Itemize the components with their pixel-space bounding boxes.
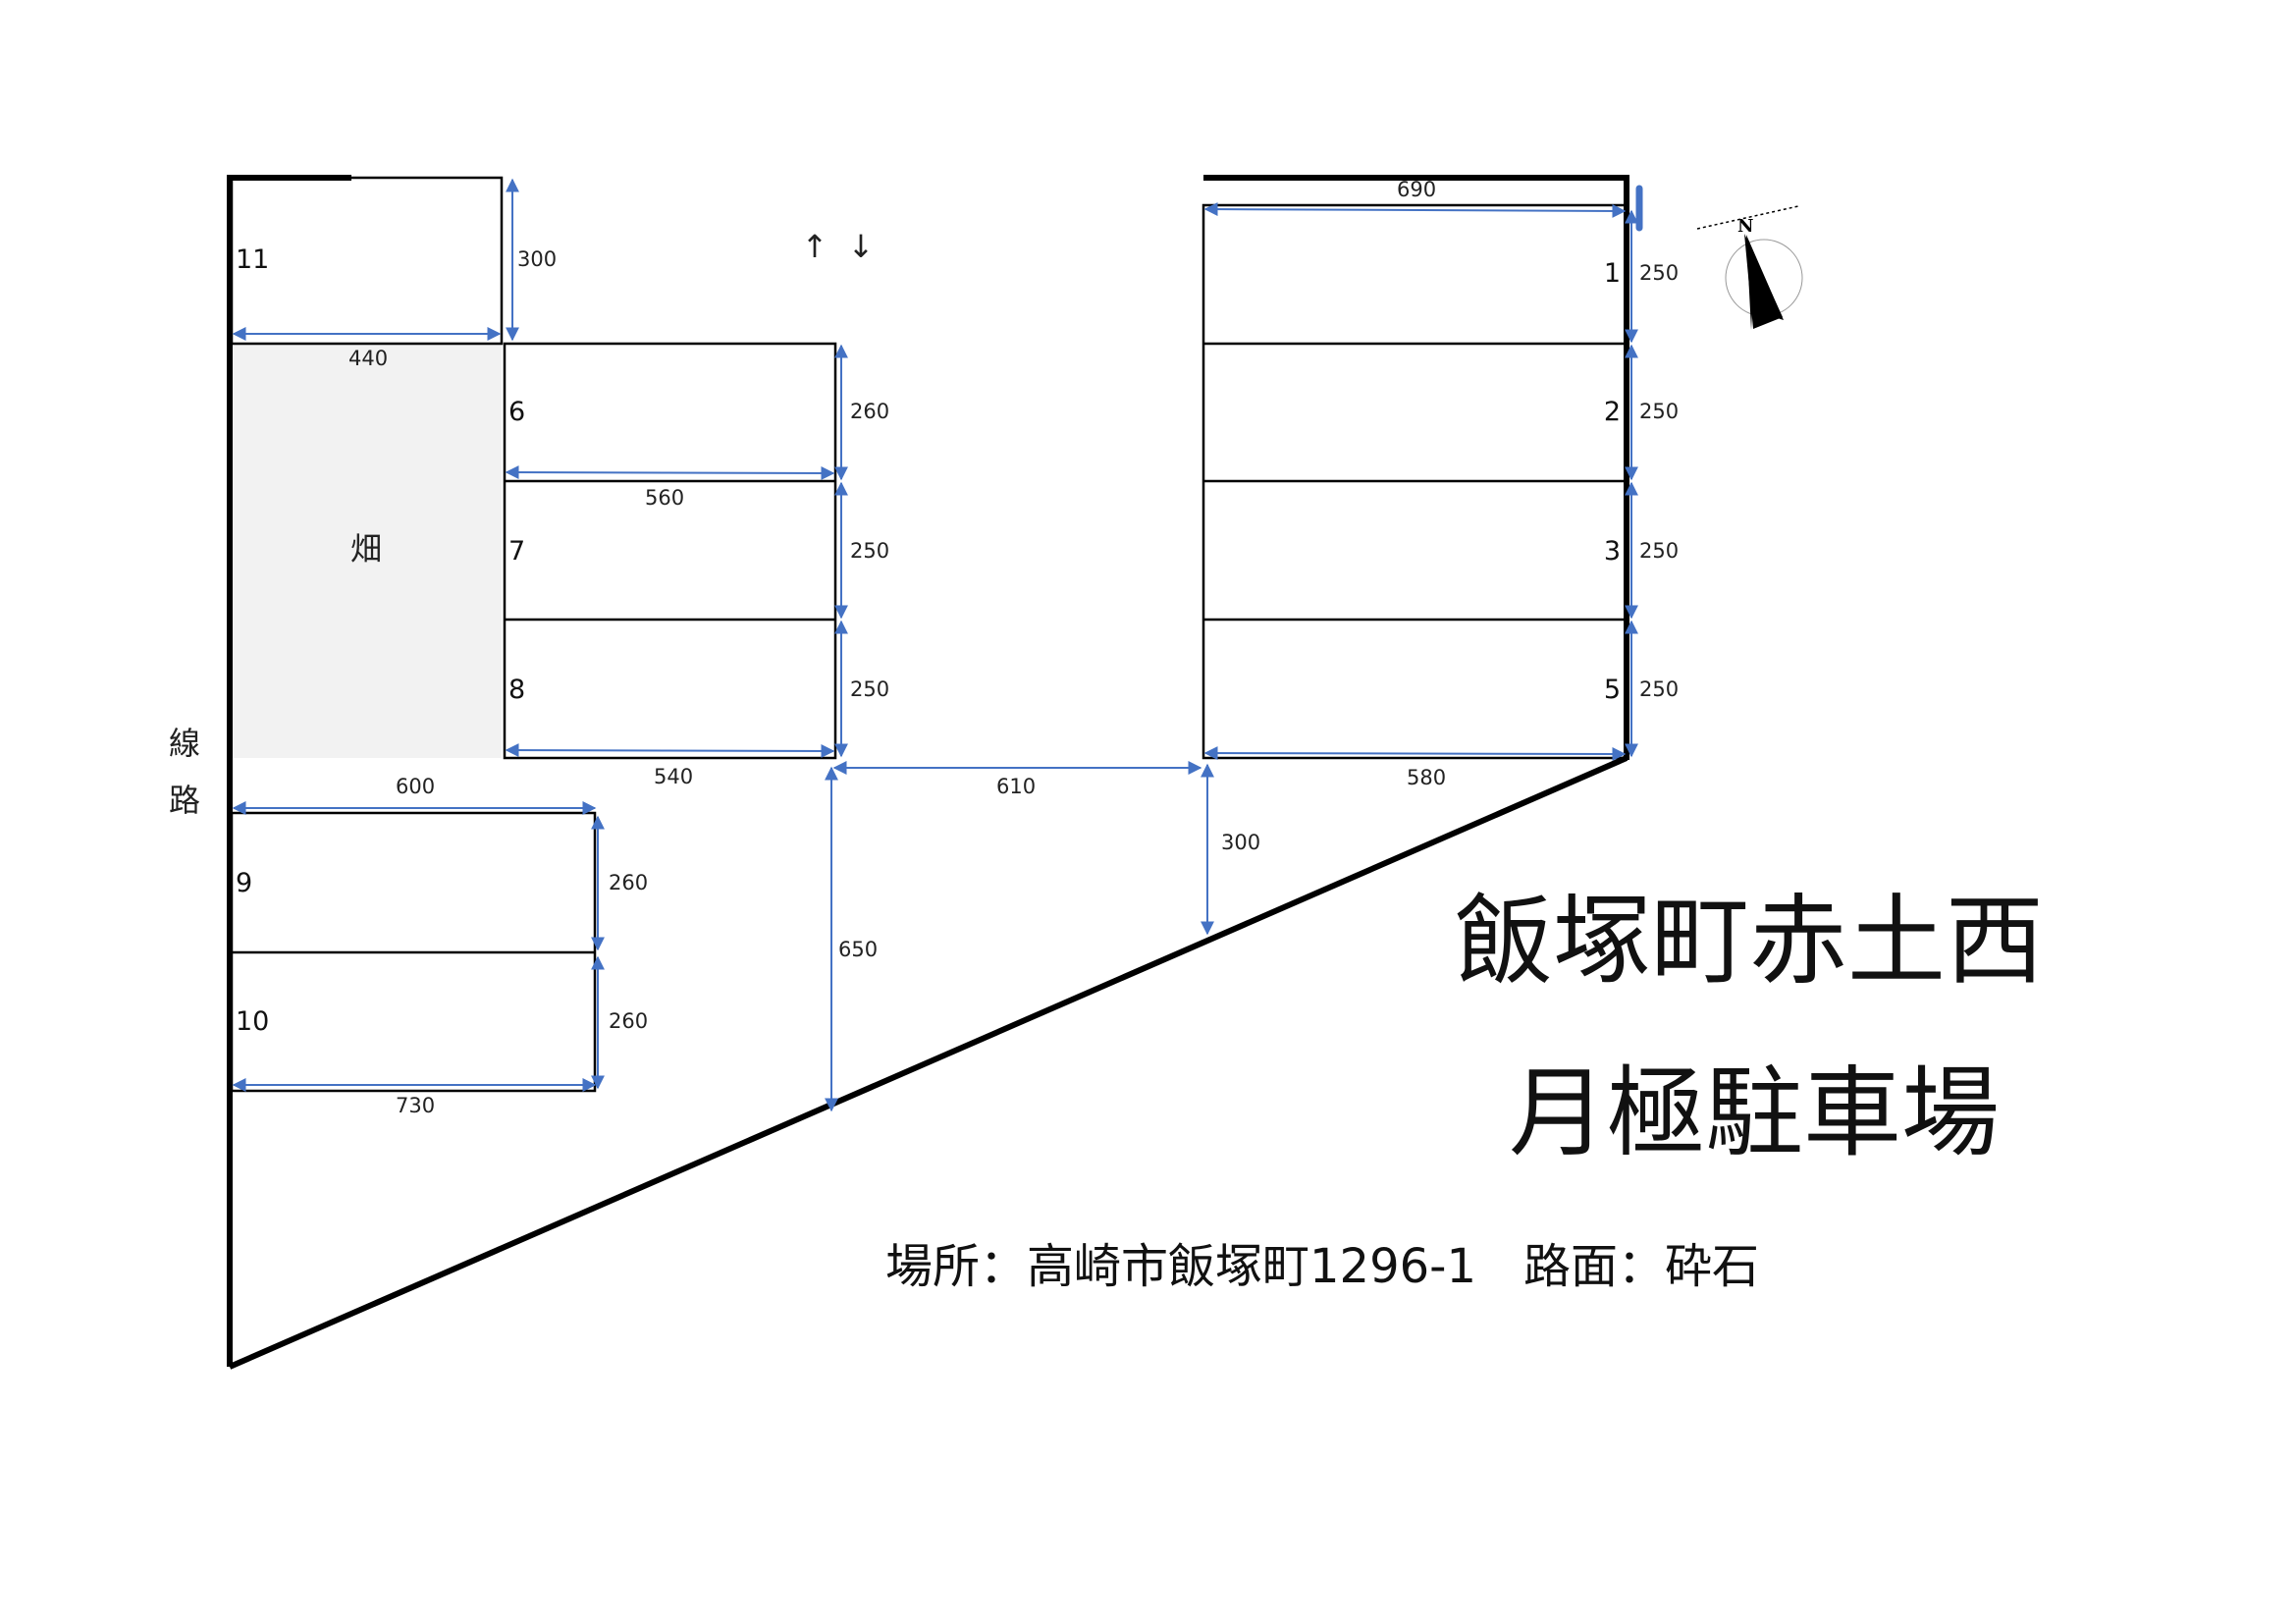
field-label: 畑 <box>350 530 382 568</box>
slot-1: 1 <box>1604 258 1621 289</box>
slot-6: 6 <box>508 397 525 427</box>
dim-label: 440 <box>348 347 388 370</box>
dim-label: 730 <box>396 1094 435 1117</box>
dim-label: 300 <box>517 247 557 271</box>
dim-label: 540 <box>654 765 693 788</box>
dim-label: 690 <box>1397 178 1436 201</box>
dim-label: 250 <box>850 677 889 701</box>
dim-label: 250 <box>850 539 889 563</box>
dim-label: 260 <box>850 400 889 423</box>
slot-7: 7 <box>508 536 525 567</box>
dim-label: 600 <box>396 775 435 798</box>
dim-label: 260 <box>609 1009 648 1033</box>
arrow-down-icon: ↓ <box>848 228 875 265</box>
dimension-lines <box>232 178 1643 1112</box>
dim-label: 250 <box>1639 400 1679 423</box>
slot-numbers: 11 6 7 8 9 10 1 2 3 5 <box>236 244 1621 1037</box>
railway-label-1: 線 <box>169 725 200 762</box>
dim-label: 250 <box>1639 261 1679 285</box>
dim-label: 260 <box>609 871 648 894</box>
slot-11: 11 <box>236 244 269 275</box>
dim-label: 580 <box>1407 766 1446 789</box>
address-line: 場所：高崎市飯塚町1296-1 路面：砕石 <box>885 1239 1759 1294</box>
dim-label: 650 <box>838 938 878 961</box>
dim-label: 300 <box>1221 831 1260 854</box>
dim-label: 250 <box>1639 677 1679 701</box>
field-area <box>232 344 502 758</box>
slot-8: 8 <box>508 675 525 705</box>
slot-2: 2 <box>1604 397 1621 427</box>
compass-north-label: N <box>1737 216 1753 237</box>
railway-label-2: 路 <box>169 782 200 819</box>
slot-5: 5 <box>1604 675 1621 705</box>
slot-10: 10 <box>236 1006 269 1037</box>
slot-3: 3 <box>1604 536 1621 567</box>
arrow-up-icon: ↑ <box>802 228 828 265</box>
compass-icon: N <box>1696 205 1803 330</box>
title-line-1: 飯塚町赤土西 <box>1455 884 2044 999</box>
dim-label: 610 <box>996 775 1036 798</box>
title-line-2: 月極駐車場 <box>1509 1055 2000 1170</box>
dim-label: 560 <box>645 486 684 510</box>
dim-label: 250 <box>1639 539 1679 563</box>
slot-9: 9 <box>236 868 252 898</box>
dimension-labels: 300 440 260 560 250 250 540 610 650 300 … <box>348 178 1679 1117</box>
